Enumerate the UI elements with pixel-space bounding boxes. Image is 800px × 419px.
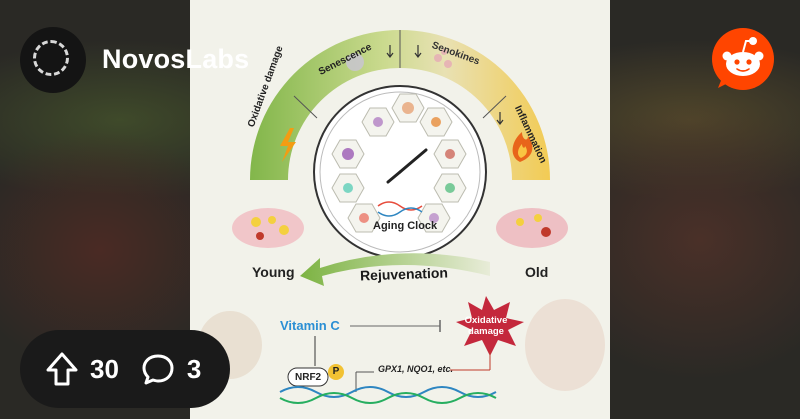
label-old: Old <box>525 264 549 280</box>
post-image[interactable]: Oxidative damage Senescence Senokines In… <box>190 0 610 419</box>
label-young: Young <box>252 264 295 280</box>
community-name[interactable]: NovosLabs <box>102 44 250 74</box>
label-nrf2: NRF2 <box>295 372 322 383</box>
speech-bubble-icon[interactable] <box>141 353 175 385</box>
reddit-snoo-icon[interactable] <box>710 26 776 92</box>
upvote-group[interactable]: 30 <box>46 352 119 386</box>
dashed-circle-icon <box>33 40 69 76</box>
label-oxidative-damage-burst: Oxidative damage <box>464 315 508 337</box>
community-avatar[interactable] <box>20 27 86 93</box>
comment-group[interactable]: 3 <box>141 353 201 385</box>
arrow-up-icon[interactable] <box>46 352 78 386</box>
post-stats-bar: 30 3 <box>20 330 230 408</box>
label-rejuvenation: Rejuvenation <box>359 264 449 284</box>
upvote-count: 30 <box>90 353 119 384</box>
comment-count: 3 <box>186 353 202 384</box>
label-vitamin-c: Vitamin C <box>280 318 340 333</box>
label-phospho-badge: P <box>328 364 344 380</box>
aging-clock-illustration <box>198 30 605 404</box>
label-genes: GPX1, NQO1, etc. <box>378 364 454 374</box>
label-aging-clock: Aging Clock <box>373 220 438 232</box>
